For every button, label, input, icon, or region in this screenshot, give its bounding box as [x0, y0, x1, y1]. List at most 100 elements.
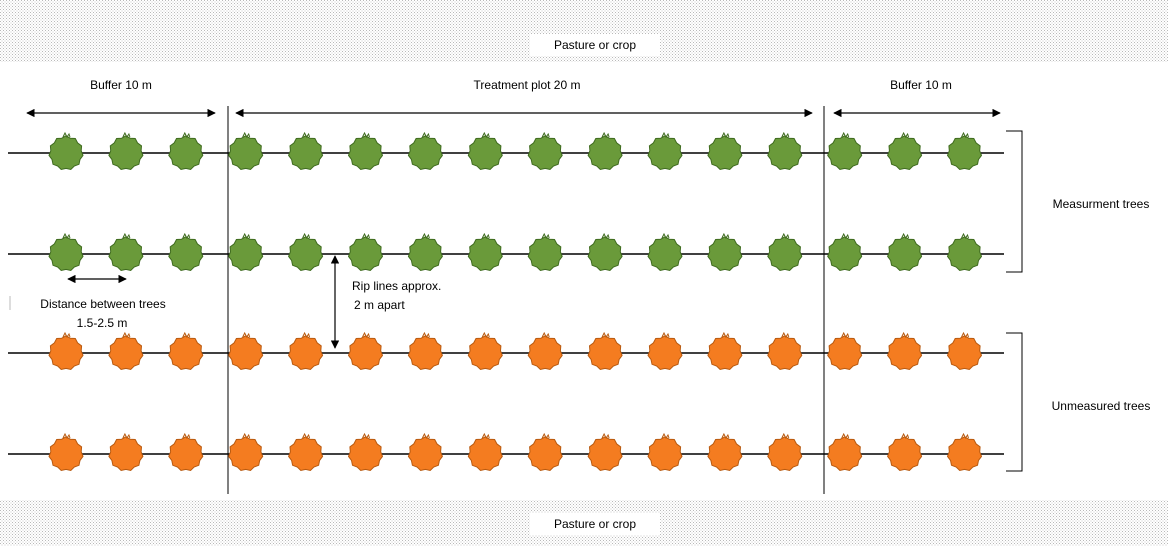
unmeasured-tree [827, 436, 863, 472]
tree-tuft [841, 131, 850, 138]
tree-tuft [242, 131, 251, 138]
measured-tree [228, 135, 264, 171]
tree-tuft [122, 432, 131, 439]
unmeasured-tree [767, 335, 803, 371]
unmeasured-tree [168, 335, 204, 371]
rip-lines-label-line1: Rip lines approx. [352, 279, 441, 293]
tree-tuft [481, 131, 490, 138]
tree-tuft [62, 331, 71, 338]
unmeasured-tree [288, 335, 324, 371]
measured-tree [527, 135, 563, 171]
tree-tuft [961, 331, 969, 338]
tree-tuft [601, 331, 610, 338]
tree-tuft [122, 131, 131, 138]
measured-tree [48, 236, 84, 272]
measured-tree [946, 236, 983, 272]
tree-tuft [541, 331, 550, 338]
tree-tuft [901, 432, 910, 439]
tree-row-4 [8, 432, 1004, 472]
unmeasured-trees-bracket [1006, 332, 1023, 472]
measured-tree [946, 135, 983, 171]
unmeasured-tree [347, 335, 384, 371]
measured-trees-bracket [1006, 130, 1023, 273]
unmeasured-tree [48, 335, 84, 371]
tree-tuft [481, 232, 490, 239]
measured-tree [887, 236, 923, 272]
buffer-right-label: Buffer 10 m [890, 78, 952, 92]
measured-tree [108, 135, 144, 171]
treatment-plot-label: Treatment plot 20 m [474, 78, 581, 92]
tree-tuft [601, 131, 610, 138]
tree-tuft [961, 232, 969, 239]
unmeasured-tree [48, 436, 84, 472]
bottom-pasture-label: Pasture or crop [554, 517, 636, 531]
tree-tuft [901, 331, 910, 338]
measured-tree [347, 236, 384, 272]
measured-tree [288, 236, 324, 272]
tree-tuft [481, 331, 490, 338]
unmeasured-tree [887, 436, 923, 472]
unmeasured-tree [707, 335, 743, 371]
tree-tuft [541, 432, 550, 439]
unmeasured-tree [647, 436, 683, 472]
unmeasured-tree [228, 335, 264, 371]
unmeasured-tree [407, 436, 443, 472]
tree-tuft [721, 432, 730, 439]
tree-tuft [182, 131, 191, 138]
tree-tuft [601, 232, 610, 239]
tree-tuft [661, 131, 670, 138]
measured-tree [168, 236, 204, 272]
measured-tree [767, 135, 803, 171]
measured-tree [707, 135, 743, 171]
measured-tree [168, 135, 204, 171]
buffer-left-label: Buffer 10 m [90, 78, 152, 92]
tree-tuft [302, 232, 311, 239]
unmeasured-tree [288, 436, 324, 472]
measured-tree [647, 135, 683, 171]
unmeasured-tree [108, 335, 144, 371]
measured-tree [347, 135, 384, 171]
unmeasured-trees-label: Unmeasured trees [1052, 399, 1151, 413]
measured-tree [887, 135, 923, 171]
tree-tuft [541, 232, 550, 239]
unmeasured-tree [467, 436, 503, 472]
unmeasured-tree [108, 436, 144, 472]
bottom-pasture-band: Pasture or crop [0, 500, 1168, 546]
tree-row-2 [8, 232, 1004, 272]
measured-tree [827, 135, 863, 171]
tree-tuft [841, 232, 850, 239]
measured-tree [288, 135, 324, 171]
tree-tuft [661, 232, 670, 239]
unmeasured-tree [527, 335, 563, 371]
tree-row-1 [8, 131, 1004, 171]
tree-tuft [182, 232, 191, 239]
measured-trees-label: Measurment trees [1053, 197, 1150, 211]
tree-rows [8, 131, 1004, 472]
tree-tuft [62, 131, 71, 138]
tree-tuft [302, 331, 311, 338]
measured-tree [48, 135, 84, 171]
measured-tree [467, 135, 503, 171]
measured-tree [767, 236, 803, 272]
tree-tuft [781, 432, 790, 439]
tree-tuft [781, 131, 790, 138]
unmeasured-tree [168, 436, 204, 472]
tree-tuft [182, 331, 191, 338]
tree-tuft [182, 432, 191, 439]
unmeasured-tree [946, 335, 983, 371]
unmeasured-tree [647, 335, 683, 371]
tree-tuft [242, 432, 251, 439]
unmeasured-tree [587, 335, 623, 371]
tree-row-3 [8, 331, 1004, 371]
measured-tree [108, 236, 144, 272]
tree-tuft [721, 131, 730, 138]
tree-tuft [421, 232, 430, 239]
unmeasured-tree [767, 436, 803, 472]
tree-tuft [362, 331, 370, 338]
unmeasured-tree [707, 436, 743, 472]
tree-tuft [62, 232, 71, 239]
unmeasured-tree [407, 335, 443, 371]
unmeasured-tree [946, 436, 983, 472]
unmeasured-tree [827, 335, 863, 371]
tree-tuft [421, 131, 430, 138]
